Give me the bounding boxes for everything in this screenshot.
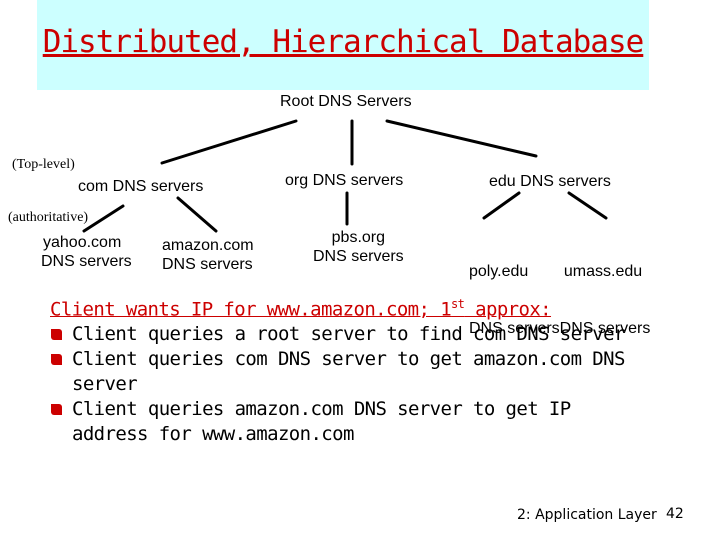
edge-com-yahoo [82, 204, 125, 233]
yahoo-domain: yahoo.com [43, 234, 122, 251]
edge-com-amazon [176, 196, 218, 233]
amazon-dns-servers-label: amazon.com DNS servers [162, 236, 254, 274]
bullet-item: Client queries amazon.com DNS server to … [50, 397, 650, 447]
authoritative-tag: (authoritative) [8, 210, 89, 225]
root-dns-servers-label: Root DNS Servers [280, 93, 412, 110]
edu-children-label: poly.edu umass.edu DNS serversDNS server… [469, 224, 650, 357]
amazon-servers: DNS servers [162, 256, 253, 273]
scenario-heading-sup: st [451, 297, 465, 311]
yahoo-dns-servers-label: yahoo.com DNS servers [41, 233, 132, 271]
edu-children-domains: poly.edu umass.edu [469, 263, 643, 280]
bullet-icon [51, 329, 62, 341]
edu-dns-servers-label: edu DNS servers [489, 173, 611, 190]
scenario-heading-main: Client wants IP for www.amazon.com; 1 [50, 298, 452, 321]
edge-edu-poly [482, 191, 521, 220]
org-dns-servers-label: org DNS servers [285, 172, 404, 189]
scenario-heading: Client wants IP for www.amazon.com; 1st … [50, 292, 650, 322]
scenario-heading-tail: approx: [464, 298, 552, 321]
pbs-domain: pbs.org [331, 229, 386, 246]
pbs-dns-servers-label: pbs.org DNS servers [313, 228, 404, 266]
bullet-icon [51, 354, 62, 366]
amazon-domain: amazon.com [162, 237, 254, 254]
edge-edu-umass [567, 191, 608, 220]
bullet-item: Client queries a root server to find com… [50, 322, 650, 347]
bullet-icon [51, 404, 62, 416]
bullet-text: Client queries a root server to find com… [72, 323, 625, 346]
slide-title: Distributed, Hierarchical Database [42, 24, 645, 60]
pbs-servers: DNS servers [313, 248, 404, 265]
edu-children-servers: DNS serversDNS servers [469, 320, 651, 337]
bullet-text: Client queries com DNS server to get ama… [72, 348, 625, 396]
top-level-tag: (Top-level) [12, 157, 75, 172]
bullet-text: Client queries amazon.com DNS server to … [72, 398, 571, 446]
title-box: Distributed, Hierarchical Database [37, 0, 649, 90]
com-dns-servers-label: com DNS servers [78, 178, 204, 195]
scenario-bullet-list: Client queries a root server to find com… [50, 322, 650, 447]
bullet-item: Client queries com DNS server to get ama… [50, 347, 650, 397]
edge-root-edu [385, 119, 538, 158]
page-number: 42 [666, 506, 684, 522]
scenario-text: Client wants IP for www.amazon.com; 1st … [50, 292, 650, 447]
edge-root-com [160, 119, 298, 165]
footer-section: 2: Application Layer [517, 507, 657, 523]
yahoo-servers: DNS servers [41, 253, 132, 270]
dns-hierarchy-tree [82, 119, 608, 233]
